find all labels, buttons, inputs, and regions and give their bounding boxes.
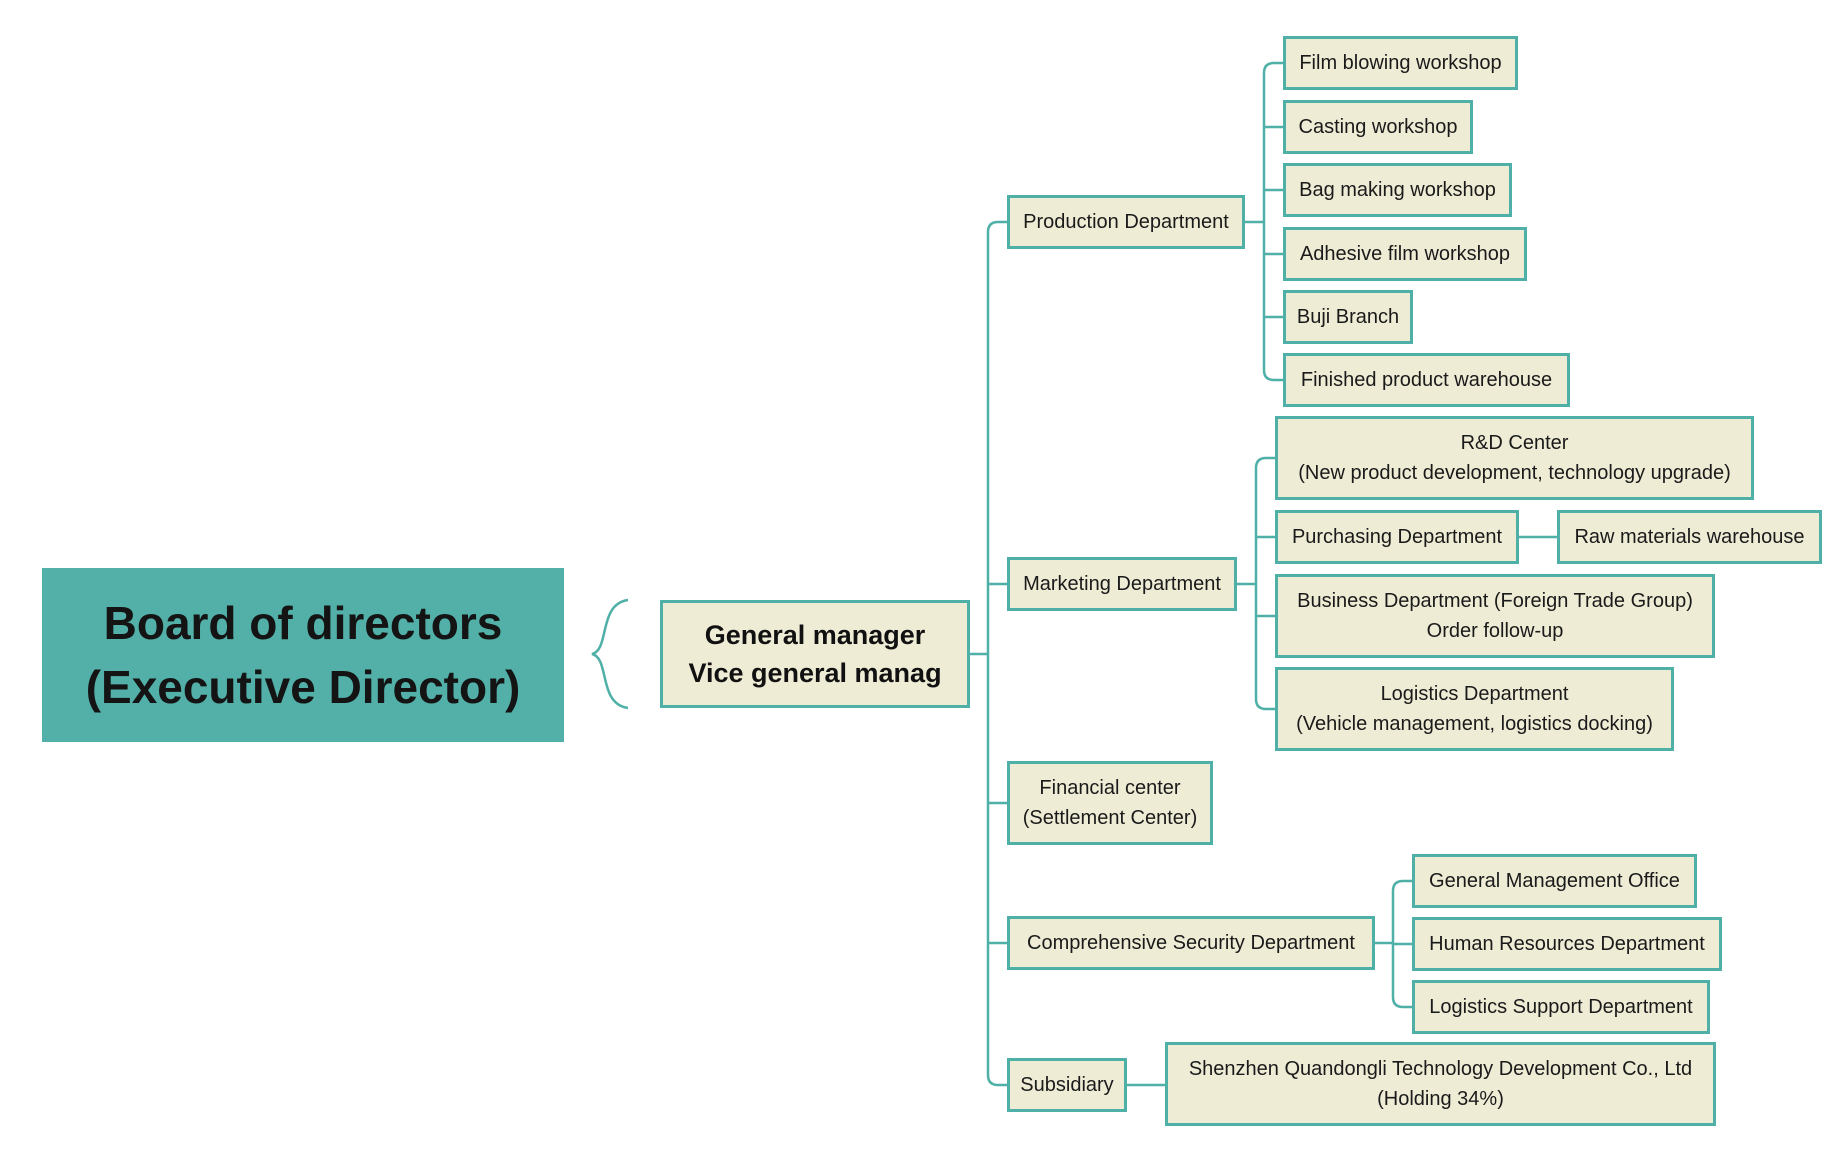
business-department-node[interactable]: Business Department (Foreign Trade Group…: [1275, 574, 1715, 658]
production-child-adhesive-film[interactable]: Adhesive film workshop: [1283, 227, 1527, 281]
production-child-bag-making[interactable]: Bag making workshop: [1283, 163, 1512, 217]
security-child-label: Logistics Support Department: [1429, 996, 1693, 1018]
purchasing-department-label: Purchasing Department: [1291, 526, 1503, 548]
security-child-logistics-support[interactable]: Logistics Support Department: [1412, 980, 1710, 1034]
production-connector-branch: [1262, 61, 1283, 74]
root-brace: [591, 598, 629, 710]
root-node-board[interactable]: Board of directors (Executive Director): [42, 568, 564, 742]
security-department-label: Comprehensive Security Department: [1027, 932, 1355, 954]
production-child-film-blowing[interactable]: Film blowing workshop: [1283, 36, 1518, 90]
subsidiary-label: Subsidiary: [1020, 1074, 1114, 1096]
general-manager-node[interactable]: General manager Vice general manag: [660, 600, 970, 708]
business-department-line-1: Business Department (Foreign Trade Group…: [1297, 590, 1693, 612]
production-department-node[interactable]: Production Department: [1007, 195, 1245, 249]
gm-connector-branch: [986, 220, 1007, 233]
financial-center-line-2: (Settlement Center): [1022, 807, 1198, 829]
financial-center-node[interactable]: Financial center (Settlement Center): [1007, 761, 1213, 845]
security-child-label: Human Resources Department: [1429, 933, 1705, 955]
production-child-label: Buji Branch: [1296, 306, 1400, 328]
production-child-label: Bag making workshop: [1299, 179, 1496, 201]
production-connector-branch: [1262, 369, 1283, 382]
subsidiary-company-line-2: (Holding 34%): [1377, 1088, 1504, 1110]
security-child-general-management[interactable]: General Management Office: [1412, 854, 1697, 908]
subsidiary-node[interactable]: Subsidiary: [1007, 1058, 1127, 1112]
production-child-label: Adhesive film workshop: [1299, 243, 1511, 265]
subsidiary-company-line-1: Shenzhen Quandongli Technology Developme…: [1188, 1058, 1693, 1080]
security-child-label: General Management Office: [1429, 870, 1680, 892]
production-child-label: Casting workshop: [1298, 116, 1458, 138]
gm-connector-branch: [986, 1074, 1007, 1087]
security-department-node[interactable]: Comprehensive Security Department: [1007, 916, 1375, 970]
raw-materials-warehouse-label: Raw materials warehouse: [1574, 526, 1805, 548]
logistics-department-line-2: (Vehicle management, logistics docking): [1296, 713, 1653, 735]
logistics-department-line-1: Logistics Department: [1380, 683, 1569, 705]
production-child-casting[interactable]: Casting workshop: [1283, 100, 1473, 154]
production-department-label: Production Department: [1023, 211, 1229, 233]
production-child-label: Film blowing workshop: [1299, 52, 1502, 74]
root-line-2: (Executive Director): [85, 661, 521, 713]
marketing-department-node[interactable]: Marketing Department: [1007, 557, 1237, 611]
marketing-department-label: Marketing Department: [1023, 573, 1221, 595]
general-manager-line-1: General manager: [704, 620, 926, 650]
business-department-line-2: Order follow-up: [1426, 620, 1564, 642]
rd-center-node[interactable]: R&D Center (New product development, tec…: [1275, 416, 1754, 500]
subsidiary-company-node[interactable]: Shenzhen Quandongli Technology Developme…: [1165, 1042, 1716, 1126]
production-child-buji-branch[interactable]: Buji Branch: [1283, 290, 1413, 344]
marketing-connector-branch: [1254, 456, 1275, 469]
marketing-connector-branch: [1254, 698, 1275, 711]
general-manager-line-2: Vice general manag: [688, 658, 942, 688]
production-child-finished-warehouse[interactable]: Finished product warehouse: [1283, 353, 1570, 407]
root-line-1: Board of directors: [103, 597, 503, 649]
purchasing-department-node[interactable]: Purchasing Department: [1275, 510, 1519, 564]
security-connector-branch: [1391, 879, 1412, 892]
logistics-department-node[interactable]: Logistics Department (Vehicle management…: [1275, 667, 1674, 751]
rd-center-line-2: (New product development, technology upg…: [1298, 462, 1731, 484]
financial-center-line-1: Financial center: [1039, 777, 1181, 799]
security-connector-branch: [1391, 996, 1412, 1009]
security-child-human-resources[interactable]: Human Resources Department: [1412, 917, 1722, 971]
raw-materials-warehouse-node[interactable]: Raw materials warehouse: [1557, 510, 1822, 564]
production-child-label: Finished product warehouse: [1300, 369, 1553, 391]
rd-center-line-1: R&D Center: [1460, 432, 1569, 454]
